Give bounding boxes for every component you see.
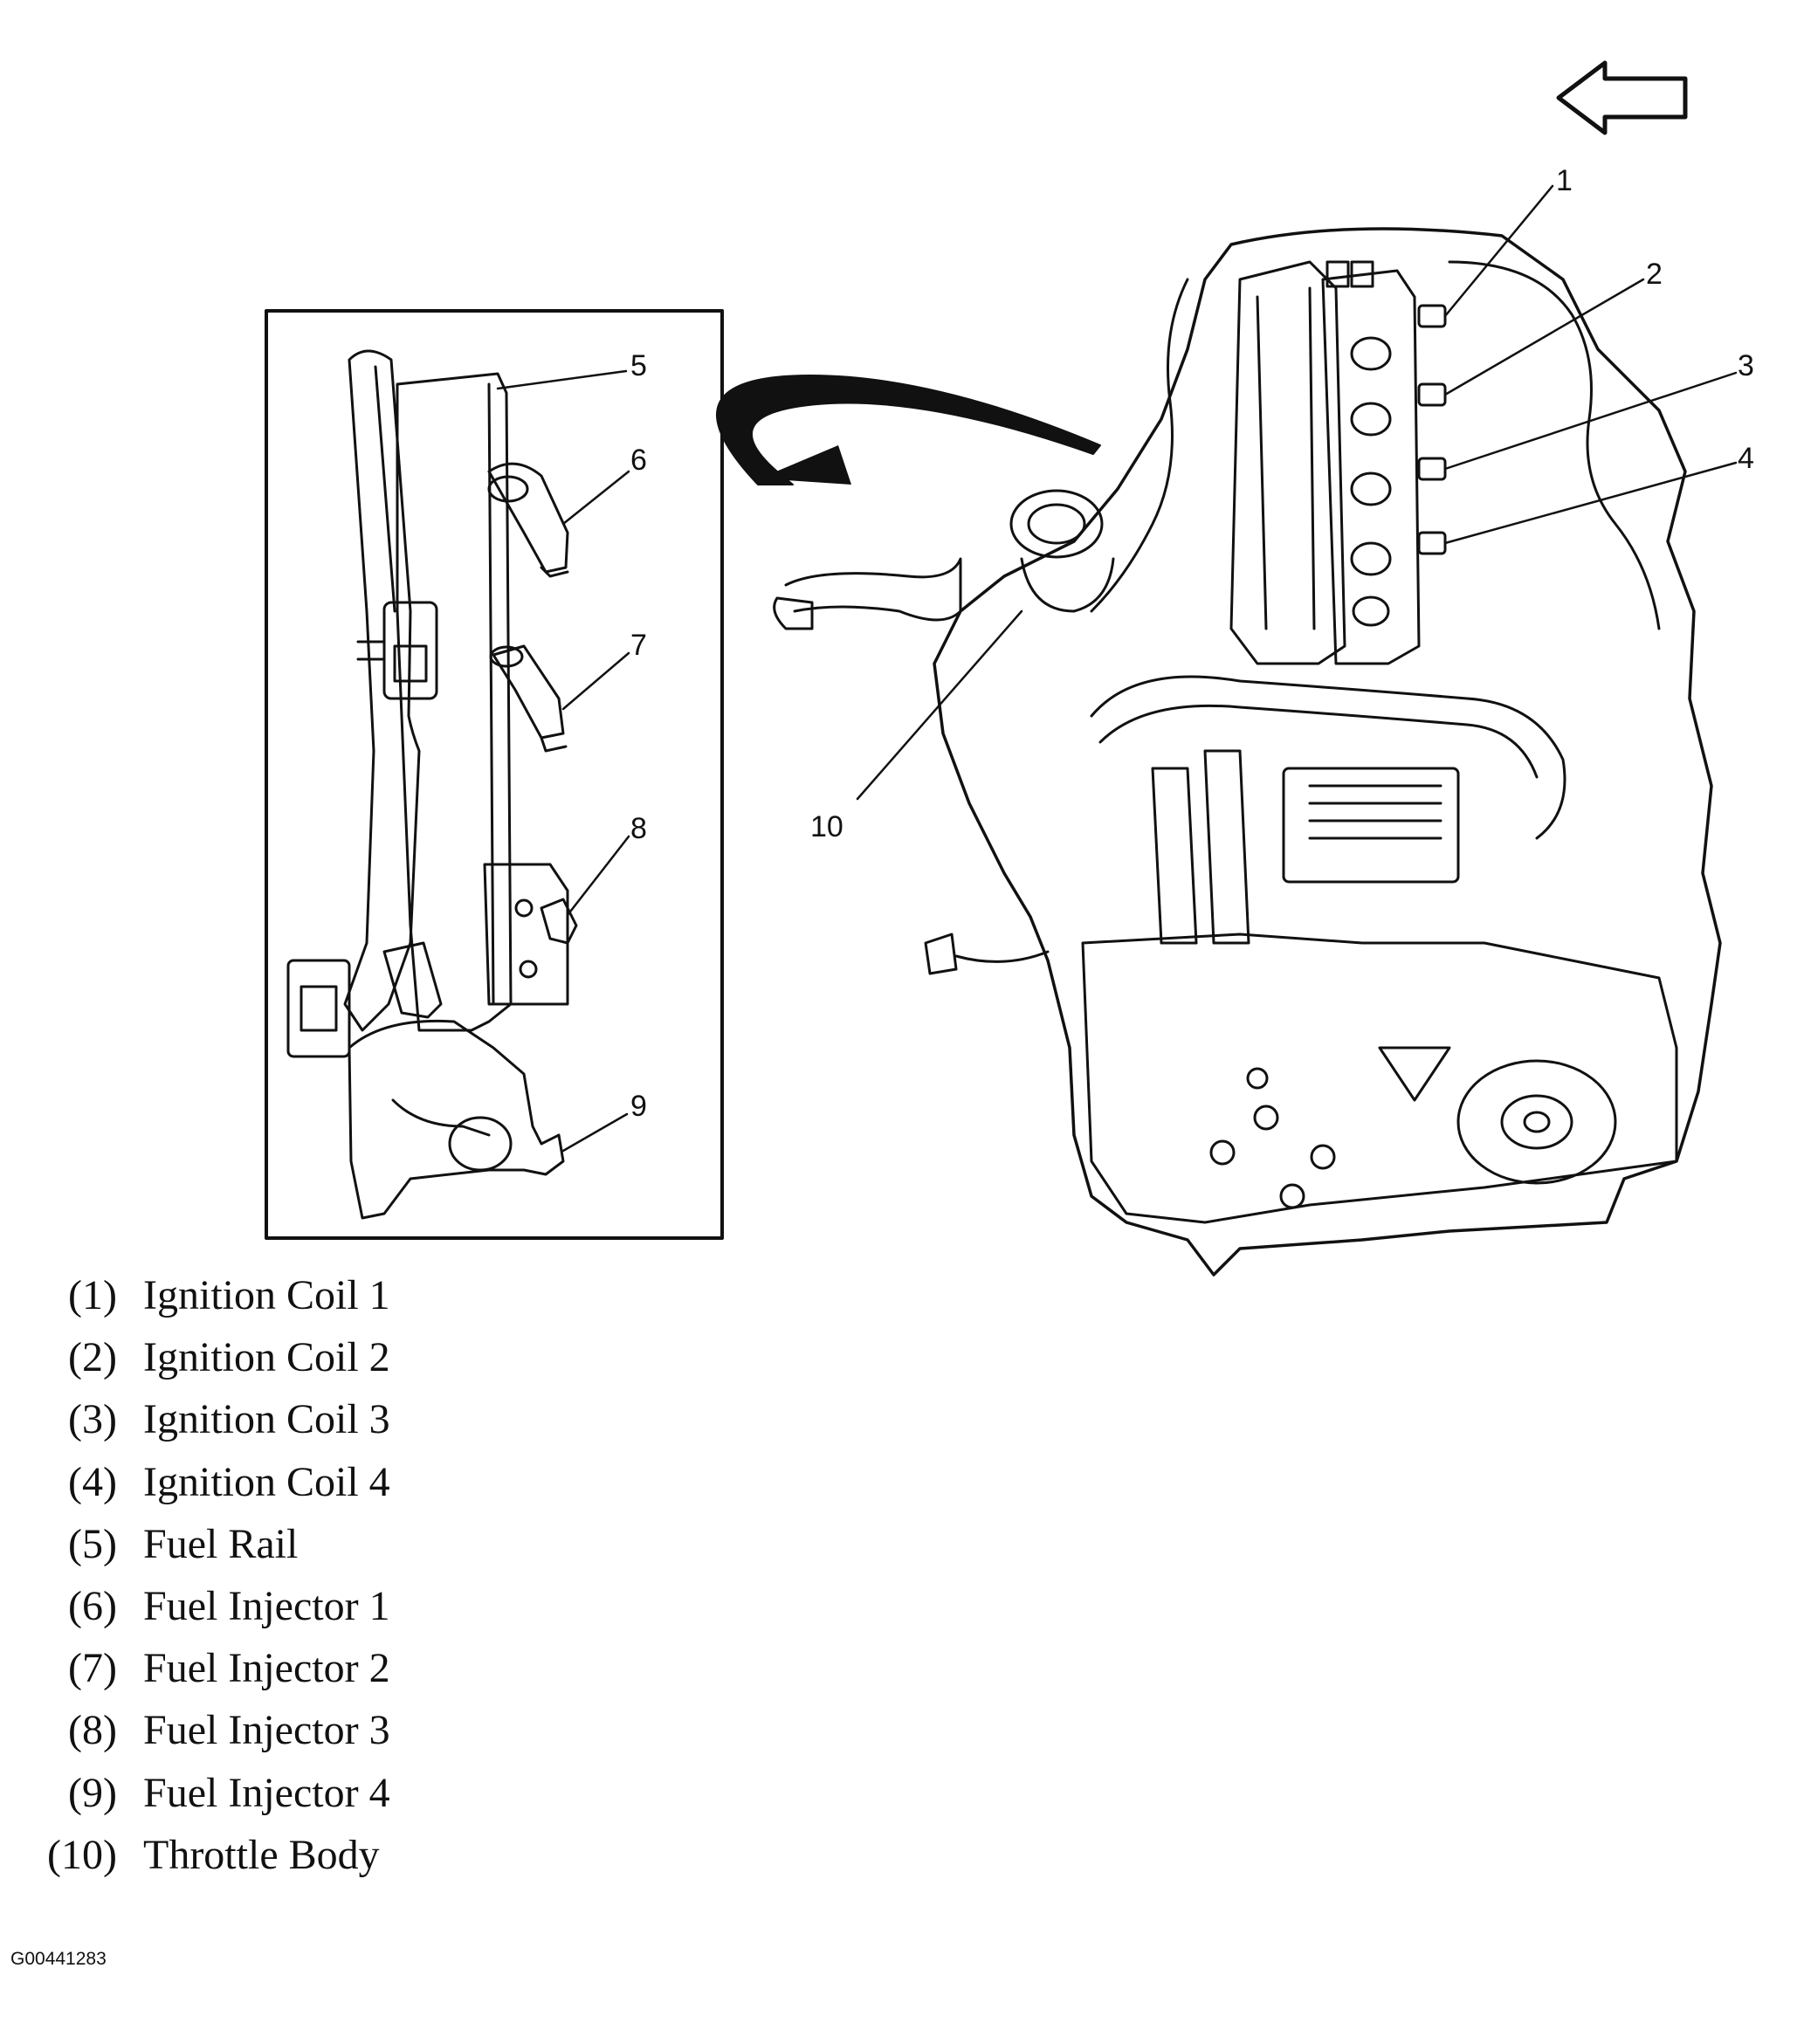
callout-10: 10	[810, 810, 843, 843]
callout-4: 4	[1738, 442, 1754, 475]
callout-7: 7	[630, 629, 647, 662]
callout-9: 9	[630, 1090, 647, 1123]
legend-item: (6) Fuel Injector 1	[26, 1575, 390, 1637]
engine-drawing	[773, 227, 1722, 1277]
legend-item: (4) Ignition Coil 4	[26, 1451, 390, 1513]
legend-label: Ignition Coil 2	[143, 1334, 390, 1381]
legend-label: Ignition Coil 4	[143, 1458, 390, 1505]
legend-number: (5)	[68, 1520, 117, 1567]
legend-label: Ignition Coil 3	[143, 1396, 390, 1443]
legend-number: (6)	[68, 1583, 117, 1630]
legend-label: Fuel Rail	[143, 1520, 299, 1567]
legend-label: Fuel Injector 4	[143, 1769, 390, 1816]
legend-item: (1) Ignition Coil 1	[26, 1264, 390, 1326]
legend-item: (3) Ignition Coil 3	[26, 1388, 390, 1450]
legend-number: (3)	[68, 1396, 117, 1443]
leader-lines	[496, 184, 1738, 1153]
legend-item: (9) Fuel Injector 4	[26, 1762, 390, 1824]
legend-label: Fuel Injector 3	[143, 1707, 390, 1754]
legend-number: (9)	[68, 1769, 117, 1816]
callout-8: 8	[630, 812, 647, 845]
legend-label: Ignition Coil 1	[143, 1272, 390, 1319]
callout-2: 2	[1646, 258, 1663, 291]
legend-item: (7) Fuel Injector 2	[26, 1637, 390, 1699]
fuel-rail-drawing	[286, 349, 578, 1220]
callout-1: 1	[1556, 164, 1573, 197]
legend-number: (1)	[68, 1272, 117, 1319]
callout-5: 5	[630, 349, 647, 382]
callout-6: 6	[630, 444, 647, 477]
legend-item: (10) Throttle Body	[26, 1824, 390, 1886]
legend-number: (7)	[68, 1645, 117, 1692]
figure-id: G00441283	[10, 1949, 107, 1969]
parts-legend: (1) Ignition Coil 1 (2) Ignition Coil 2 (3…	[26, 1264, 390, 1886]
legend-number: (4)	[68, 1458, 117, 1505]
legend-item: (8) Fuel Injector 3	[26, 1699, 390, 1761]
legend-label: Fuel Injector 2	[143, 1645, 390, 1692]
legend-number: (8)	[68, 1707, 117, 1754]
curved-arrow-icon	[716, 375, 1101, 485]
callout-3: 3	[1738, 349, 1754, 382]
legend-item: (2) Ignition Coil 2	[26, 1326, 390, 1388]
legend-item: (5) Fuel Rail	[26, 1513, 390, 1575]
direction-arrow-icon	[1556, 60, 1688, 135]
legend-label: Throttle Body	[143, 1831, 380, 1878]
fuel-rail-inset-frame	[265, 309, 724, 1240]
legend-number: (2)	[68, 1334, 117, 1381]
legend-label: Fuel Injector 1	[143, 1583, 390, 1630]
legend-number: (10)	[47, 1831, 117, 1878]
